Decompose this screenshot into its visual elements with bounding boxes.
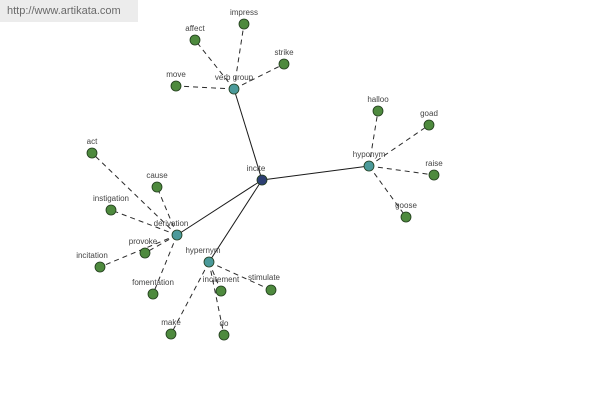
word-node-label: strike [274, 48, 294, 57]
word-node-marker [147, 288, 159, 300]
relation-node-marker [363, 160, 375, 172]
word-node-incitement[interactable]: incitement [203, 275, 240, 297]
word-node-act[interactable]: act [86, 137, 98, 159]
word-node-label: affect [185, 24, 205, 33]
word-node-provoke[interactable]: provoke [129, 237, 158, 259]
word-node-marker [94, 261, 106, 273]
relation-node-marker [203, 256, 215, 268]
word-node-label: do [220, 319, 229, 328]
relation-node-label: verb group [215, 73, 254, 82]
word-node-label: goose [395, 201, 417, 210]
word-node-marker [218, 329, 230, 341]
word-node-label: instigation [93, 194, 129, 203]
edge-verb-group-move [175, 85, 235, 90]
word-node-label: impress [230, 8, 258, 17]
word-node-marker [170, 80, 182, 92]
word-node-strike[interactable]: strike [274, 48, 294, 70]
word-node-goose[interactable]: goose [395, 201, 417, 223]
edge-hyponym-halloo [368, 110, 379, 167]
edge-incite-hyponym [261, 165, 370, 181]
edge-hypernym-make [170, 261, 210, 335]
relation-node-derivation[interactable]: derivation [154, 219, 189, 241]
word-node-marker [238, 18, 250, 30]
word-node-label: incitement [203, 275, 240, 284]
word-node-marker [278, 58, 290, 70]
word-node-impress[interactable]: impress [230, 8, 258, 30]
word-node-marker [400, 211, 412, 223]
word-node-label: provoke [129, 237, 158, 246]
word-node-label: fomentation [132, 278, 174, 287]
edge-verb-group-strike [233, 63, 285, 90]
word-node-label: goad [420, 109, 438, 118]
graph-edges [91, 23, 435, 336]
word-node-label: stimulate [248, 273, 281, 282]
edge-derivation-provoke [144, 234, 178, 254]
word-node-make[interactable]: make [161, 318, 181, 340]
graph-nodes: affect impress strike move halloo goad raise go… [76, 8, 443, 341]
word-node-label: move [166, 70, 186, 79]
relation-node-marker [228, 83, 240, 95]
edge-hyponym-raise [368, 165, 435, 176]
edge-verb-group-affect [194, 39, 235, 90]
center-node-marker [256, 174, 268, 186]
relation-node-hyponym[interactable]: hyponym [353, 150, 386, 172]
edge-verb-group-impress [233, 23, 245, 90]
word-node-marker [151, 181, 163, 193]
word-node-move[interactable]: move [166, 70, 186, 92]
edge-derivation-incitation [99, 234, 178, 268]
word-node-marker [139, 247, 151, 259]
word-node-label: raise [425, 159, 443, 168]
edge-derivation-instigation [110, 209, 178, 236]
relation-node-hypernym[interactable]: hypernym [185, 246, 221, 268]
relation-node-verb-group[interactable]: verb group [215, 73, 254, 95]
edge-derivation-act [91, 152, 178, 236]
edge-hyponym-goad [368, 124, 430, 167]
word-node-marker [165, 328, 177, 340]
edge-derivation-fomentation [152, 234, 178, 295]
word-node-stimulate[interactable]: stimulate [248, 273, 281, 296]
word-node-marker [215, 285, 227, 297]
relation-node-marker [171, 229, 183, 241]
relation-node-label: derivation [154, 219, 189, 228]
word-node-halloo[interactable]: halloo [367, 95, 389, 117]
edge-hypernym-do [208, 261, 225, 336]
word-node-raise[interactable]: raise [425, 159, 443, 181]
word-node-instigation[interactable]: instigation [93, 194, 129, 216]
relation-node-label: hypernym [185, 246, 220, 255]
edge-hypernym-stimulate [208, 261, 272, 291]
word-node-label: make [161, 318, 181, 327]
edge-hyponym-goose [368, 165, 407, 218]
word-node-marker [428, 169, 440, 181]
word-node-marker [372, 105, 384, 117]
edge-incite-verb-group [233, 88, 263, 181]
word-node-incitation[interactable]: incitation [76, 251, 108, 273]
word-node-fomentation[interactable]: fomentation [132, 278, 174, 300]
word-node-marker [423, 119, 435, 131]
word-node-label: cause [146, 171, 168, 180]
edge-incite-derivation [176, 179, 263, 236]
word-node-do[interactable]: do [218, 319, 230, 341]
site-url-watermark: http://www.artikata.com [0, 0, 138, 22]
word-node-marker [189, 34, 201, 46]
word-node-label: incitation [76, 251, 108, 260]
center-node-incite[interactable]: incite [247, 164, 268, 186]
word-node-marker [86, 147, 98, 159]
word-node-label: halloo [367, 95, 389, 104]
word-node-cause[interactable]: cause [146, 171, 168, 193]
word-node-label: act [87, 137, 98, 146]
word-node-marker [265, 284, 277, 296]
center-node-label: incite [247, 164, 266, 173]
word-node-goad[interactable]: goad [420, 109, 438, 131]
edge-incite-hypernym [208, 179, 263, 263]
word-node-affect[interactable]: affect [185, 24, 205, 46]
relation-node-label: hyponym [353, 150, 386, 159]
word-node-marker [105, 204, 117, 216]
